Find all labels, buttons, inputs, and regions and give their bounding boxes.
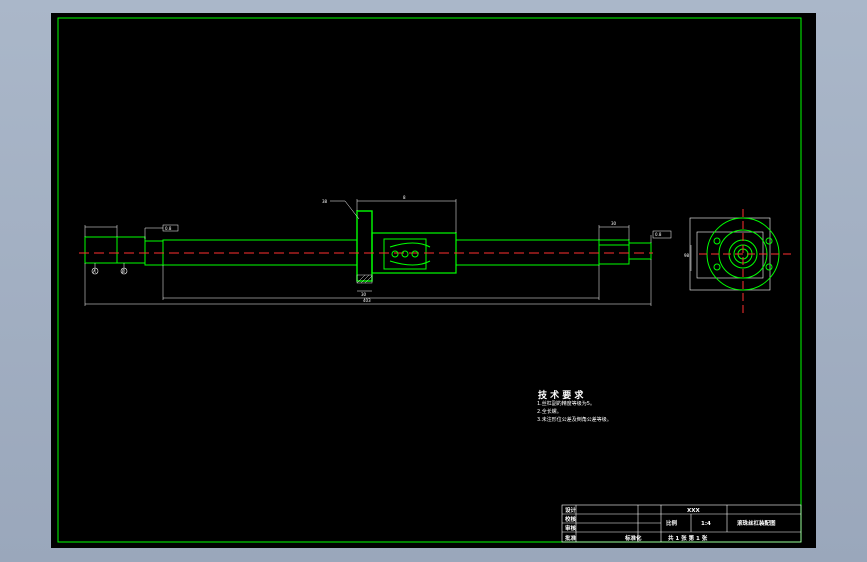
tol-left: 0.8 (165, 226, 172, 231)
dim-top: 8 (403, 195, 406, 200)
notes-title: 技 术 要 求 (538, 389, 584, 401)
dim-overall: 403 (363, 298, 371, 303)
dim-inner: 30 (361, 292, 367, 297)
flange-hatch (356, 274, 373, 284)
notes-line-1: 1.丝杠副的精度等级为5。 (537, 400, 595, 407)
tb-row-1: 设计 (565, 506, 577, 514)
right-journal (628, 242, 652, 260)
tb-drawing-title: 滚珠丝杠装配图 (737, 519, 776, 527)
end-view-box (689, 217, 771, 291)
left-journal (84, 236, 146, 264)
dim-end: 30 (611, 221, 617, 226)
title-block (561, 504, 802, 543)
cad-drawing: 8 38 403 30 0.8 0.8 30 A B 98 技 术 要 求 (57, 17, 802, 543)
end-view (689, 209, 791, 313)
drawing-sheet: 8 38 403 30 0.8 0.8 30 A B 98 技 术 要 求 (51, 13, 816, 548)
tb-standard: 标准化 (624, 534, 642, 542)
tb-row-4: 批准 (565, 534, 577, 542)
ball-screw-main-view (79, 199, 672, 306)
dim-leader: 38 (322, 199, 328, 204)
tb-row-2: 校核 (565, 515, 577, 523)
tb-scale-label: 比例 (666, 519, 678, 527)
notes-line-3: 3.未注形位公差及倒角公差等级。 (537, 416, 612, 423)
notes-line-2: 2.全长螺。 (537, 408, 562, 415)
tb-row-3: 审核 (565, 524, 577, 532)
tb-sheet-info: 共 1 张 第 1 张 (668, 534, 708, 542)
nut-window (383, 238, 427, 270)
drawing-frame (57, 17, 802, 543)
section-a: A (93, 269, 96, 274)
section-b: B (122, 269, 125, 274)
right-step (598, 239, 630, 265)
tol-right: 0.8 (655, 232, 662, 237)
dim-side: 98 (684, 253, 690, 258)
dimension-lines (84, 199, 672, 306)
tb-company: XXX (687, 508, 700, 514)
tb-scale-value: 1:4 (701, 521, 711, 527)
nut-flange (356, 210, 373, 282)
